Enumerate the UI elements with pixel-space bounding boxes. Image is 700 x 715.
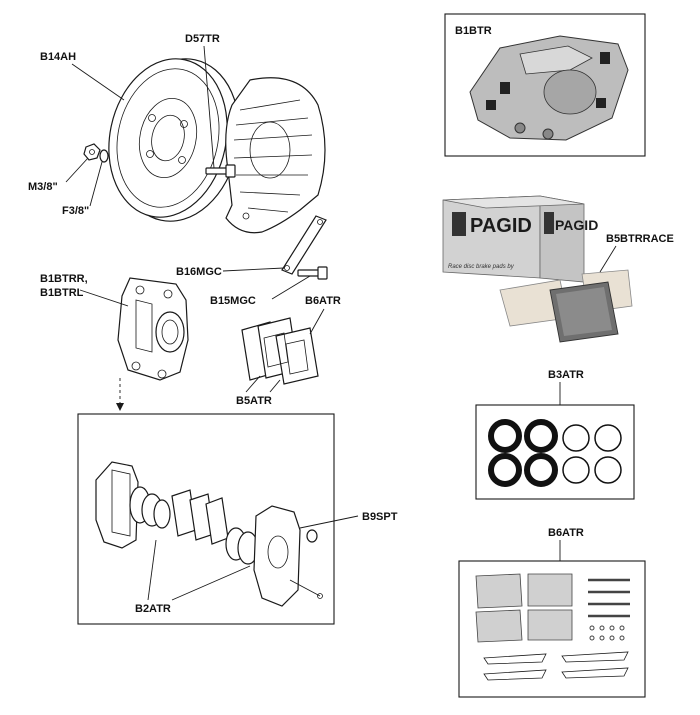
pagid-box-photo: PAGID PAGID Race disc brake pads by	[442, 195, 598, 283]
label-b16mgc: B16MGC	[176, 266, 222, 278]
label-b1btr: B1BTR	[455, 25, 492, 37]
race-pads-b5btrrace	[499, 269, 633, 343]
label-b9spt: B9SPT	[362, 511, 398, 523]
leader-lines	[65, 45, 617, 601]
b1btr-box	[444, 13, 646, 157]
dust-shield	[225, 77, 326, 234]
nut-m3-8	[83, 143, 101, 161]
label-b5atr: B5ATR	[236, 395, 272, 407]
washer-f3-8	[99, 149, 109, 163]
label-b15mgc: B15MGC	[210, 295, 256, 307]
brake-pads-b5atr	[241, 317, 319, 385]
caliper-photo-b1btr	[469, 35, 629, 141]
arrow-head	[116, 403, 124, 411]
label-b2atr: B2ATR	[135, 603, 171, 615]
label-b5btrrace: B5BTRRACE	[606, 233, 674, 245]
label-b1btrl: B1BTRL	[40, 287, 84, 299]
fitting-kit-b6atr	[475, 573, 630, 681]
label-d57tr: D57TR	[185, 33, 220, 45]
label-b14ah: B14AH	[40, 51, 76, 63]
label-b3atr: B3ATR	[548, 369, 584, 381]
bolt-d57tr	[205, 164, 236, 178]
exploded-caliper-box	[77, 413, 335, 625]
pagid-side-text: PAGID	[555, 217, 598, 233]
b3atr-box	[475, 404, 635, 500]
b6atr-kit-box	[458, 560, 646, 698]
label-f3-8: F3/8"	[62, 205, 89, 217]
pagid-tagline: Race disc brake pads by	[448, 264, 515, 270]
label-b6atr-pads: B6ATR	[305, 295, 341, 307]
label-m3-8: M3/8"	[28, 181, 58, 193]
label-b6atr-kit: B6ATR	[548, 527, 584, 539]
bracket-b16mgc	[281, 215, 327, 275]
exploded-caliper	[95, 461, 323, 607]
bolt-b15mgc	[297, 266, 328, 280]
caliper-b1btrr	[117, 277, 189, 381]
pagid-brand-text: PAGID	[470, 215, 532, 237]
label-b1btrr: B1BTRR,	[40, 273, 88, 285]
piston-seals-b3atr	[488, 419, 622, 487]
